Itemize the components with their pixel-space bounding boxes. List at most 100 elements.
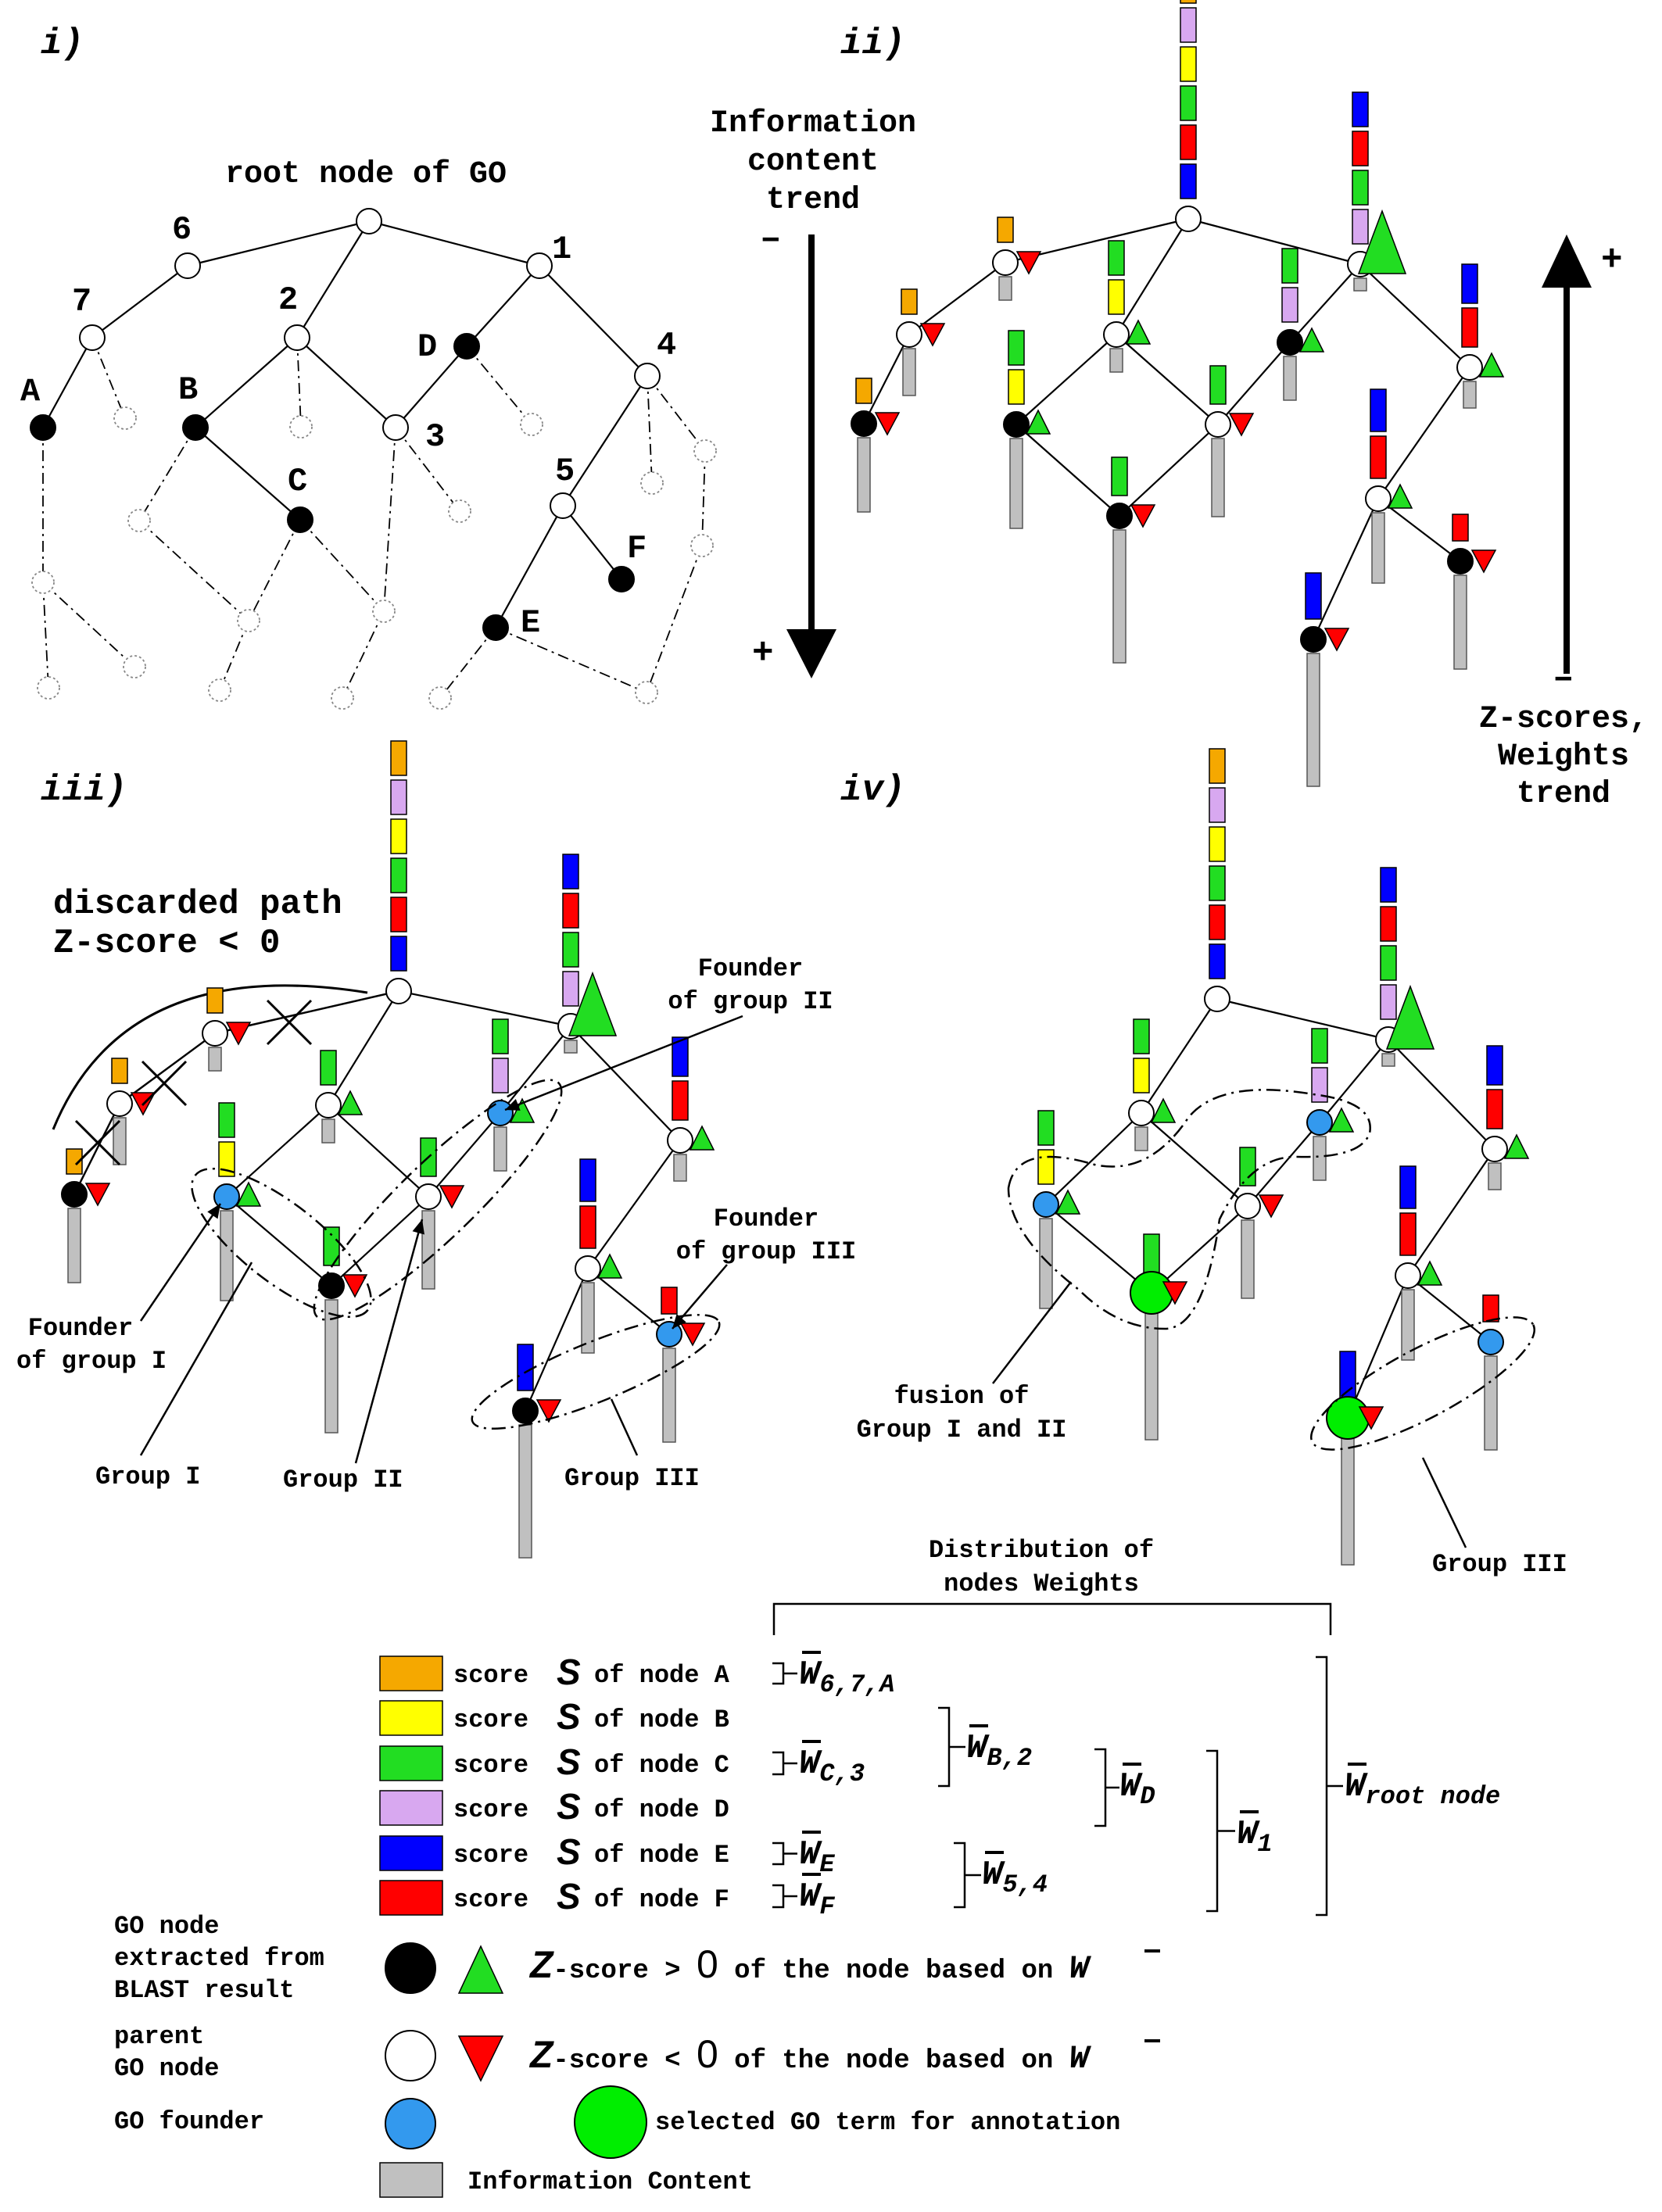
- score-symbol: S: [557, 1652, 581, 1692]
- go-node: [415, 1183, 442, 1210]
- score-node-label: of node C: [594, 1751, 729, 1780]
- discard-cross: [266, 999, 313, 1046]
- tree-edge: [1247, 1122, 1320, 1207]
- zscore-negative-marker: [439, 1185, 465, 1209]
- score-block: [1037, 1110, 1055, 1146]
- zscore-positive-marker: [1150, 1097, 1177, 1123]
- score-block: [1380, 945, 1397, 981]
- tree-edge: [587, 1268, 670, 1335]
- score-block: [579, 1158, 596, 1202]
- score-label: score: [453, 1885, 528, 1914]
- right-trend-arrow: [1542, 234, 1592, 674]
- left-trend-line1: Information: [710, 106, 916, 141]
- left-trend-line3: trend: [766, 183, 860, 218]
- score-block: [1209, 865, 1226, 901]
- score-block: [390, 818, 407, 854]
- fusion-line2: Group I and II: [857, 1416, 1067, 1444]
- score-block: [390, 857, 407, 893]
- zscore-negative-marker: [535, 1399, 562, 1423]
- tree-edge: [1407, 1275, 1492, 1343]
- score-block: [579, 1205, 596, 1249]
- score-swatch: [379, 1835, 443, 1871]
- score-block: [1180, 163, 1197, 199]
- right-trend-line3: trend: [1517, 777, 1610, 812]
- label-E: E: [521, 604, 540, 642]
- tree-edge: [1346, 1275, 1409, 1419]
- go-node: [318, 1272, 345, 1299]
- zscore-negative-marker: [1358, 1406, 1384, 1430]
- right-trend-line2: Weights: [1498, 739, 1629, 775]
- iv-group3-label: Group III: [1432, 1550, 1567, 1579]
- founder3-line1: Founder: [714, 1204, 818, 1233]
- score-block: [1108, 279, 1125, 315]
- tree-edge: [1359, 263, 1470, 368]
- distribution-bracket: [772, 1602, 1332, 1635]
- label-D: D: [417, 328, 437, 366]
- go-node: [851, 410, 877, 437]
- weight-wB2: WB,2: [966, 1729, 1032, 1773]
- score-block: [1209, 365, 1227, 405]
- distribution-label: Distribution of nodes Weights: [929, 1536, 1154, 1598]
- fusion-pointer: [992, 1281, 1072, 1384]
- go-node: [667, 1127, 693, 1154]
- score-block: [1180, 7, 1197, 43]
- distribution-line2: nodes Weights: [944, 1570, 1139, 1598]
- information-content-bar: [673, 1154, 687, 1182]
- go-node: [1395, 1262, 1421, 1289]
- bracket-1: [1206, 1749, 1219, 1913]
- tree-edge: [1045, 1112, 1142, 1205]
- zscore-positive-marker: [1387, 483, 1413, 509]
- tree-edge: [226, 1104, 329, 1197]
- score-node-label: of node B: [594, 1706, 729, 1734]
- zscore-positive-marker: [568, 971, 618, 1036]
- zscore-positive-marker: [1125, 319, 1152, 345]
- red-triangle-sample: [457, 2035, 504, 2082]
- score-block: [206, 987, 224, 1014]
- parent-line1: parent: [114, 2022, 204, 2051]
- z-symbol: Z: [528, 2035, 554, 2076]
- right-trend-plus: +: [1601, 240, 1623, 281]
- zscore-negative-marker: [1324, 628, 1350, 652]
- founder3-line2: of group III: [676, 1237, 856, 1266]
- go-node: [1365, 485, 1392, 512]
- bracket-E: [772, 1842, 785, 1866]
- score-block: [1037, 1149, 1055, 1185]
- score-block: [1311, 1067, 1328, 1103]
- label-C: C: [288, 463, 307, 500]
- zscore-positive-marker: [509, 1097, 535, 1123]
- weight-w54: W5,4: [982, 1856, 1048, 1899]
- score-block: [1370, 388, 1387, 432]
- label-B: B: [178, 371, 198, 409]
- score-block: [390, 936, 407, 972]
- zscore-positive-marker: [1025, 409, 1051, 435]
- information-content-bar: [1488, 1162, 1502, 1190]
- z-text: -score >: [553, 1956, 697, 1986]
- score-block: [1143, 1233, 1160, 1273]
- information-content-bar: [208, 1047, 222, 1072]
- distribution-line1: Distribution of: [929, 1536, 1154, 1565]
- tree-edge: [1407, 1148, 1495, 1276]
- discarded-line1: discarded path: [53, 885, 342, 924]
- founder2-label: Founder of group II: [668, 954, 833, 1016]
- score-block: [1180, 0, 1197, 4]
- score-block: [1111, 456, 1128, 496]
- founder2-pointer: [504, 1015, 743, 1111]
- information-content-bar: [1313, 1136, 1327, 1181]
- go-node: [512, 1398, 539, 1424]
- group3-pointer: [610, 1398, 639, 1456]
- information-content-bar: [1283, 356, 1297, 401]
- panel-iii-tree: [61, 740, 743, 1559]
- extracted-line2: extracted from: [114, 1944, 324, 1973]
- score-label: score: [453, 1706, 528, 1734]
- panel-ii-tree: [851, 0, 1505, 787]
- score-block: [562, 971, 579, 1007]
- score-block: [1399, 1165, 1417, 1209]
- score-block: [111, 1058, 128, 1084]
- go-node: [1481, 1136, 1508, 1162]
- left-trend-arrow: [786, 234, 836, 678]
- label-4: 4: [657, 327, 676, 364]
- tree-edge: [398, 990, 571, 1028]
